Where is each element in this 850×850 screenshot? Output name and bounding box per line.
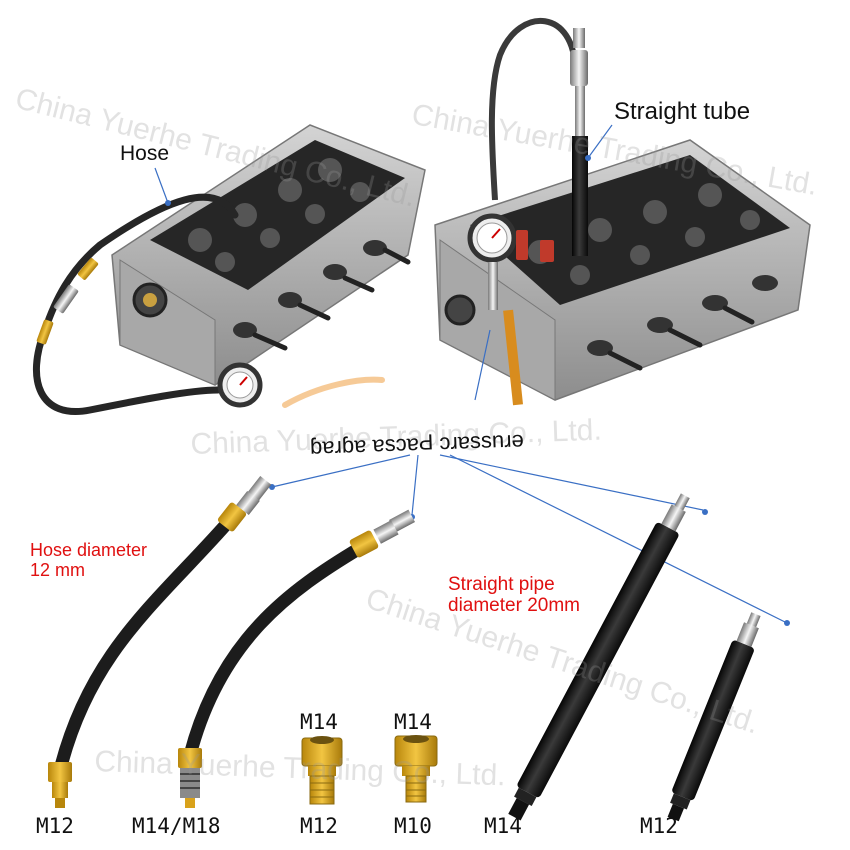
thread-label-pipe-long: M14 (484, 814, 522, 838)
hose-callout-label: Hose (120, 142, 170, 165)
tube-callout-line (587, 124, 613, 159)
hose-diameter-label-line1: Hose diameter (30, 540, 148, 560)
adapter-m14-m12 (301, 736, 343, 805)
thread-label-adapter1-top: M14 (300, 710, 338, 734)
hose-callout-line (154, 167, 169, 204)
thread-label-hose-long: M12 (36, 814, 74, 838)
long-straight-pipe (508, 493, 690, 821)
left-engine-head (111, 124, 426, 386)
short-hose-product (178, 509, 415, 808)
decorative-swoosh (282, 376, 385, 408)
thread-label-pipe-short: M12 (640, 814, 678, 838)
right-engine-head (434, 139, 811, 401)
pipe-diameter-label-line2: diameter 20mm (448, 595, 580, 616)
left-hose-assembly (32, 193, 263, 415)
long-hose-product (48, 476, 272, 808)
pipe-diameter-label-line1: Straight pipe (448, 574, 555, 595)
thread-label-adapter2-top: M14 (394, 710, 432, 734)
straight-tube-callout-label: Straight tube (614, 98, 751, 125)
thread-label-hose-short: M14/M18 (132, 814, 221, 838)
hose-diameter-label-line2: 12 mm (30, 560, 86, 580)
thread-label-adapter2-bottom: M10 (394, 814, 432, 838)
right-tube-assembly (467, 18, 588, 406)
thread-label-adapter1-bottom: M12 (300, 814, 338, 838)
gauge-callout-lines (271, 329, 786, 623)
adapter-m14-m10 (394, 735, 438, 803)
short-straight-pipe (667, 612, 761, 822)
